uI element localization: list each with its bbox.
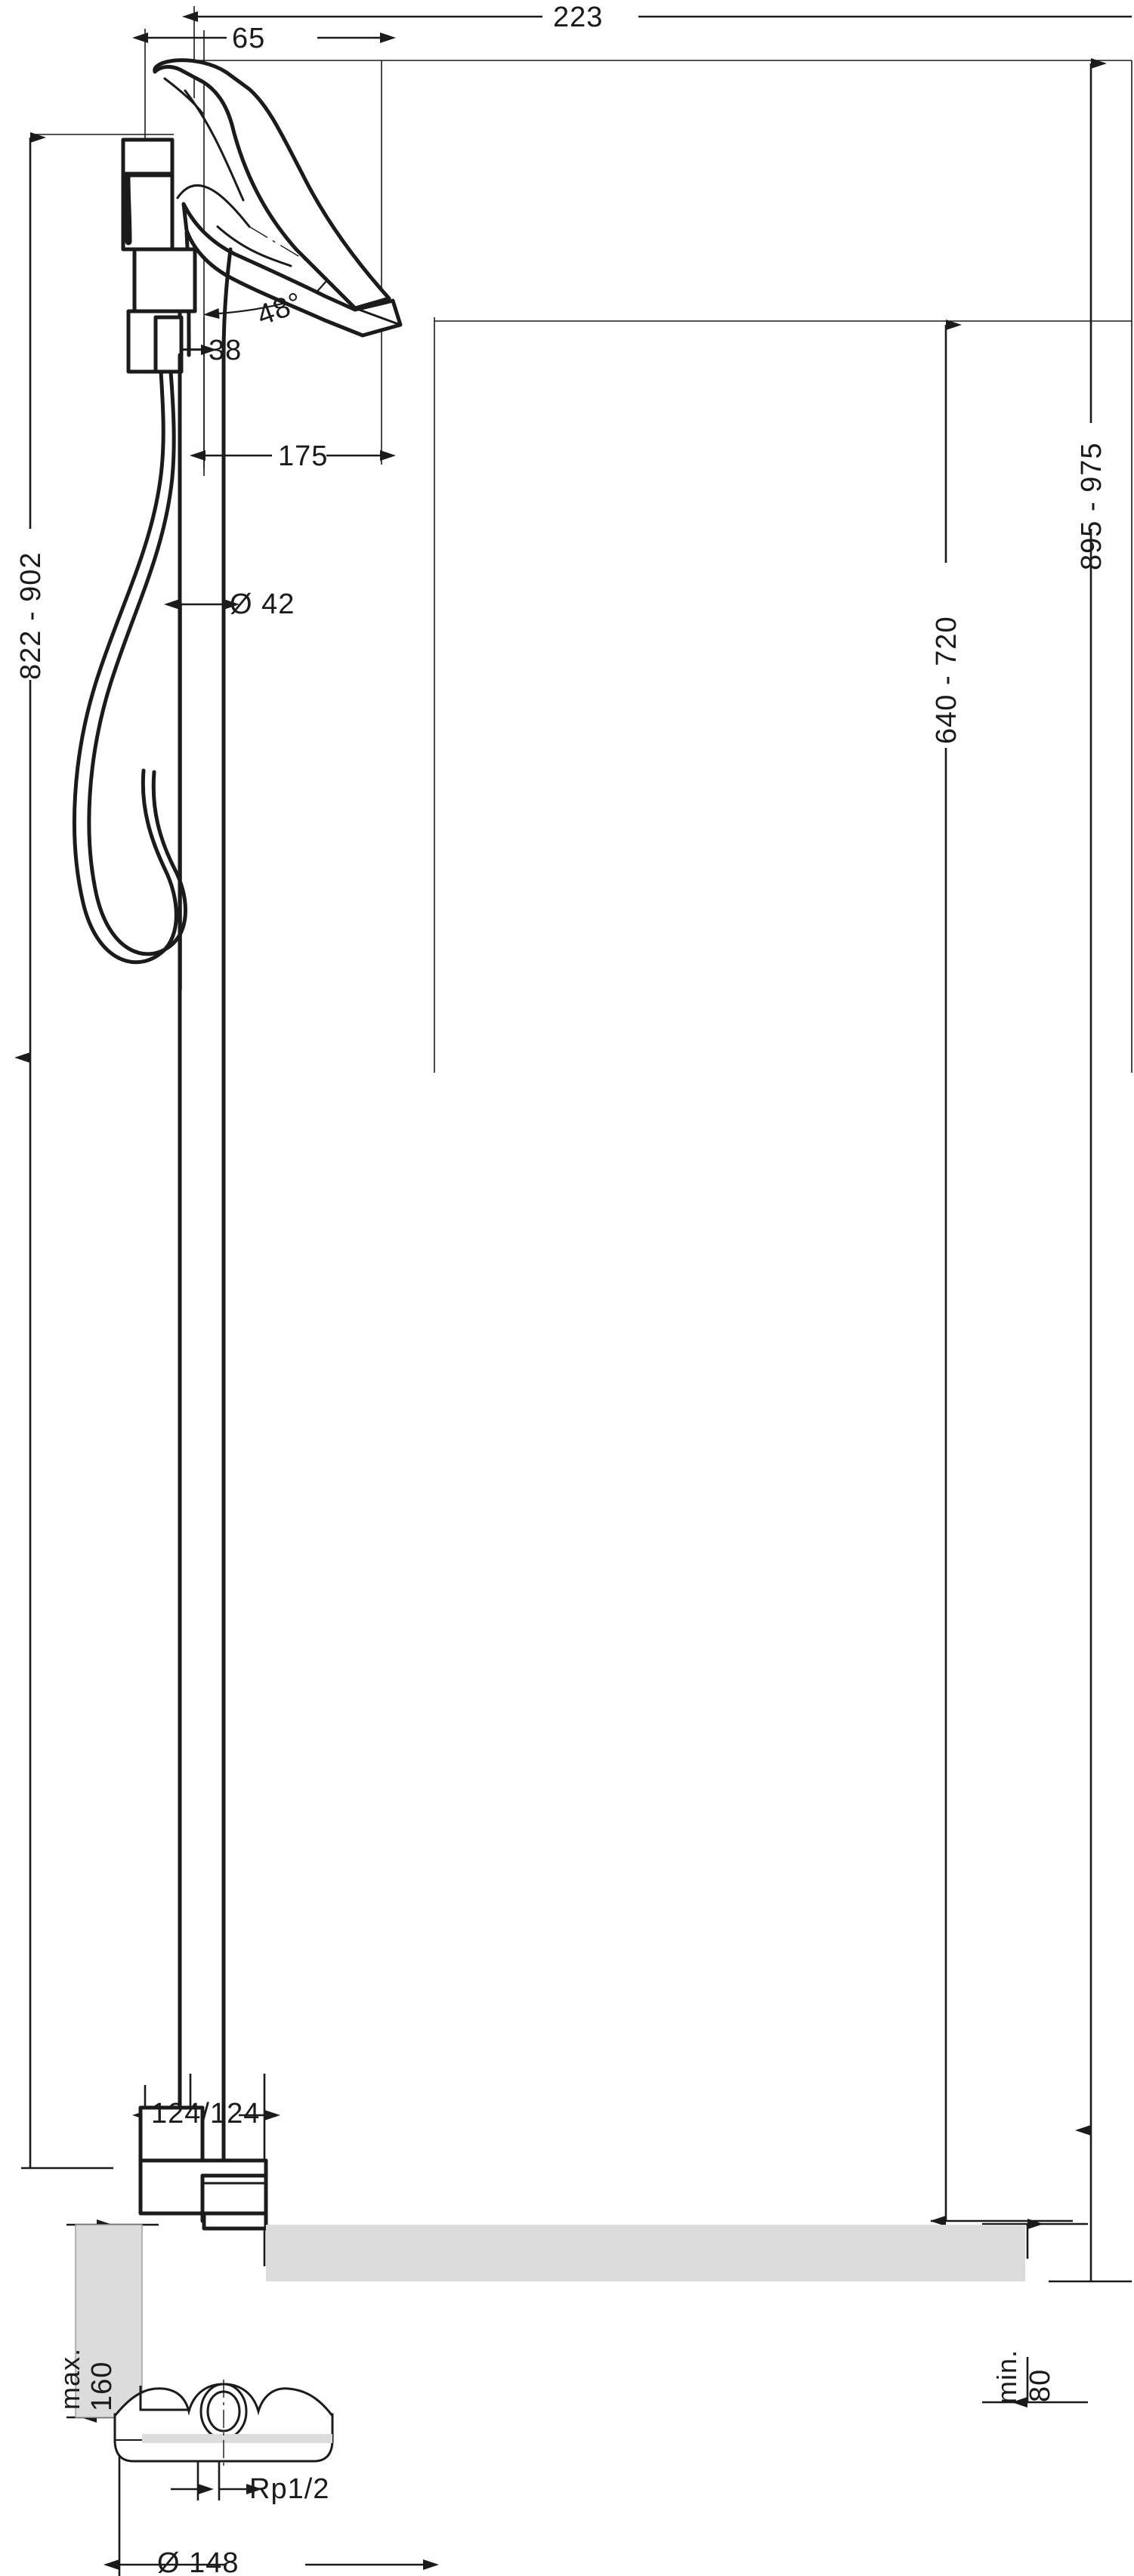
label-min: min.	[991, 2349, 1022, 2404]
label-223: 223	[553, 2, 604, 33]
label-895-975: 895 - 975	[1076, 442, 1108, 570]
shaded-outline	[75, 2224, 143, 2418]
label-38: 38	[209, 335, 243, 366]
label-640-720: 640 - 720	[931, 616, 963, 744]
extension-lines	[30, 6, 1132, 1073]
label-rp12: Rp1/2	[249, 2473, 330, 2505]
dim-895-975	[1049, 58, 1132, 2283]
label-822-902: 822 - 902	[15, 551, 47, 680]
dim-822-902	[14, 132, 113, 2170]
label-124-124: 124/124	[151, 2098, 261, 2130]
product-outline	[72, 58, 403, 2231]
shaded-regions	[76, 2225, 1025, 2417]
label-diameter-42: Ø 42	[230, 588, 295, 620]
escutcheon-bracket	[139, 2386, 190, 2411]
dim-640-720	[930, 320, 1073, 2226]
label-diameter-148: Ø 148	[157, 2547, 239, 2576]
label-min-80: 80	[1024, 2368, 1056, 2402]
label-max-160: 160	[86, 2361, 118, 2411]
floor-escutcheon	[113, 2383, 334, 2463]
label-65: 65	[232, 23, 266, 54]
label-175: 175	[278, 440, 329, 472]
floor-shade	[142, 2434, 332, 2443]
dim-min-80	[982, 2219, 1088, 2408]
label-max: max.	[54, 2347, 85, 2410]
